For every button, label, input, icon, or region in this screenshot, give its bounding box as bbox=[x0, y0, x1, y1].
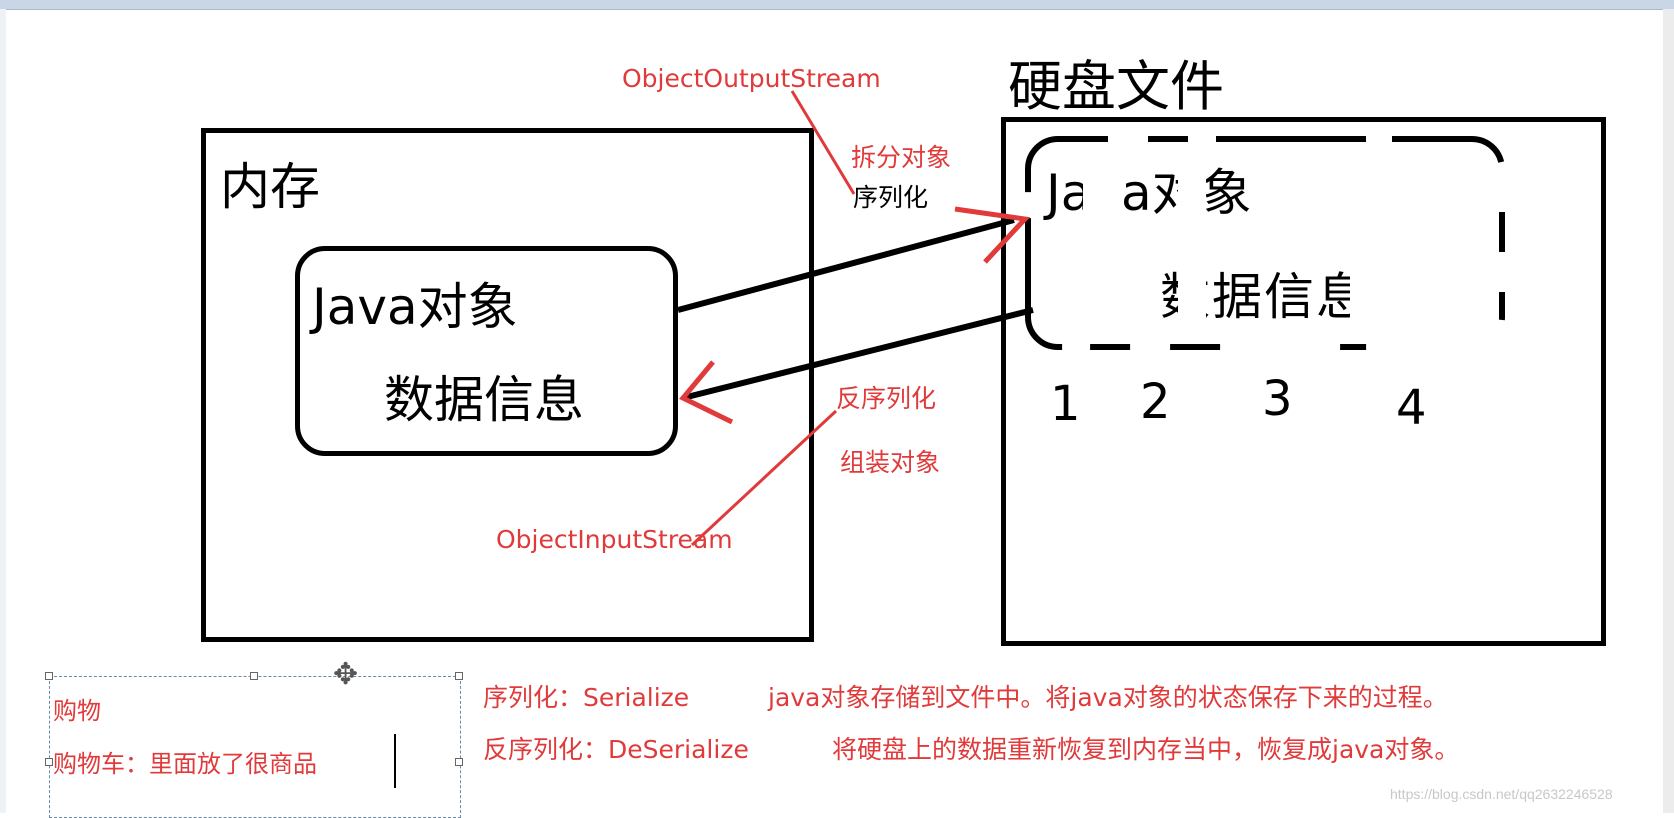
resize-handle[interactable] bbox=[455, 672, 463, 680]
split-object-label: 拆分对象 bbox=[851, 143, 952, 172]
input-stream-pointer bbox=[690, 409, 838, 547]
textbox-line-1: 购物 bbox=[53, 697, 101, 725]
resize-handle[interactable] bbox=[455, 758, 463, 766]
part-3: 3 bbox=[1262, 371, 1293, 427]
memory-box bbox=[201, 128, 814, 642]
memory-label: 内存 bbox=[220, 158, 320, 216]
deserialize-label: 反序列化 bbox=[836, 384, 937, 413]
window-top-bar bbox=[0, 0, 1674, 10]
watermark: https://blog.csdn.net/qq2632246528 bbox=[1390, 786, 1613, 802]
text-cursor bbox=[394, 734, 396, 788]
textbox-line-2[interactable]: 购物车：里面放了很商品 bbox=[53, 750, 317, 778]
split-gap bbox=[1083, 139, 1123, 349]
memory-object-title: Java对象 bbox=[312, 278, 518, 336]
serialize-label: 序列化 bbox=[853, 183, 929, 212]
selected-textbox[interactable] bbox=[49, 676, 461, 818]
output-stream-pointer bbox=[790, 90, 856, 195]
deserialize-arrowhead bbox=[679, 360, 734, 425]
definition-serialize-term: 序列化：Serialize bbox=[483, 683, 690, 712]
memory-object-body: 数据信息 bbox=[384, 371, 584, 429]
serialize-arrow-line bbox=[677, 217, 1015, 313]
output-stream-label: ObjectOutputStream bbox=[622, 64, 881, 93]
disk-dashed-object-box bbox=[1025, 136, 1505, 350]
split-gap bbox=[1178, 139, 1206, 349]
move-icon[interactable]: ✥ bbox=[333, 657, 359, 692]
resize-handle[interactable] bbox=[250, 672, 258, 680]
deserialize-arrow-line bbox=[682, 307, 1034, 401]
vertical-scrollbar[interactable] bbox=[1663, 9, 1674, 813]
resize-handle[interactable] bbox=[45, 672, 53, 680]
resize-handle[interactable] bbox=[45, 758, 53, 766]
serialize-arrowhead bbox=[954, 206, 1031, 264]
part-1: 1 bbox=[1050, 376, 1081, 432]
disk-box bbox=[1001, 117, 1606, 646]
definition-deserialize-term: 反序列化：DeSerialize bbox=[483, 735, 749, 764]
definition-deserialize-desc: 将硬盘上的数据重新恢复到内存当中，恢复成java对象。 bbox=[832, 735, 1460, 764]
disk-object-title: Java对象 bbox=[1046, 164, 1252, 222]
definition-serialize-desc: java对象存储到文件中。将java对象的状态保存下来的过程。 bbox=[768, 683, 1448, 712]
part-2: 2 bbox=[1140, 374, 1171, 430]
part-4: 4 bbox=[1396, 380, 1427, 436]
assemble-object-label: 组装对象 bbox=[840, 448, 941, 477]
left-edge bbox=[0, 9, 6, 813]
input-stream-label: ObjectInputStream bbox=[496, 525, 733, 554]
memory-java-object-box bbox=[295, 246, 678, 456]
disk-label: 硬盘文件 bbox=[1008, 55, 1224, 118]
split-gap bbox=[1350, 139, 1376, 349]
